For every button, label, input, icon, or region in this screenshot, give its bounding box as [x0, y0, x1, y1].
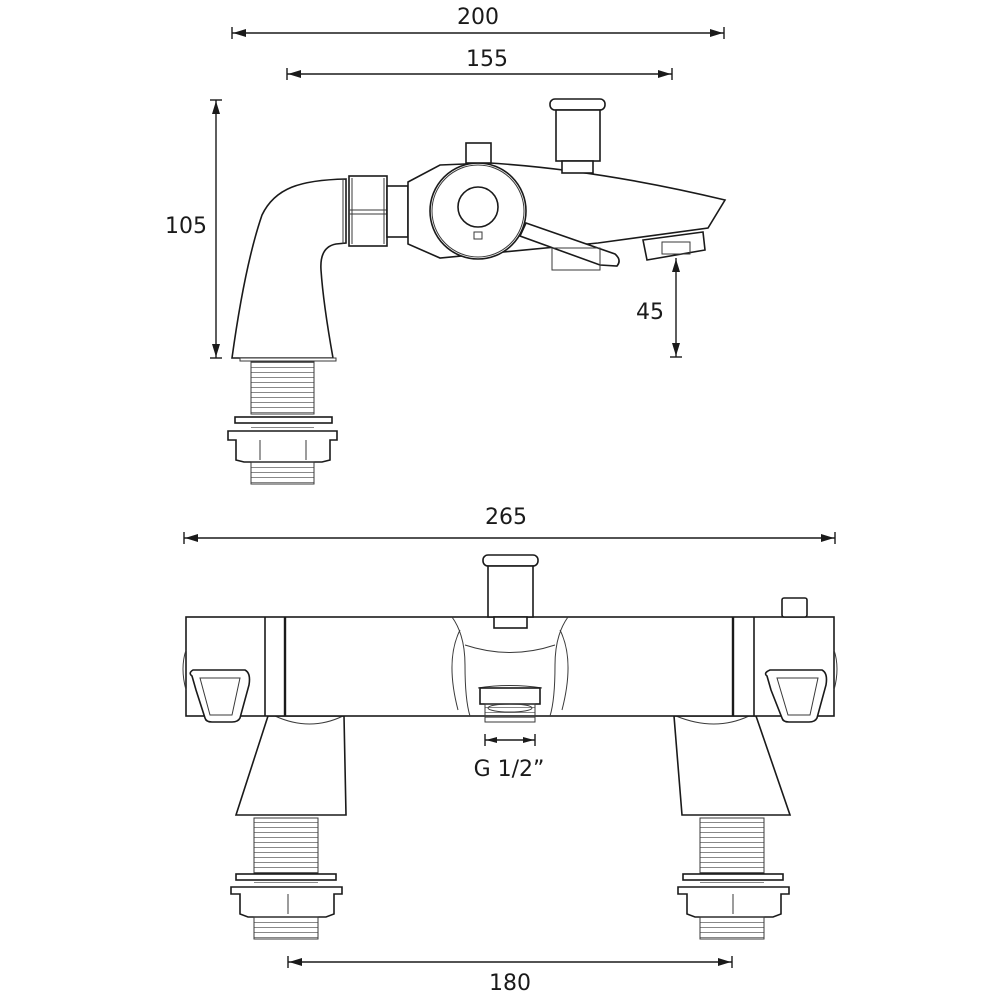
- dimension-45: 45: [636, 258, 682, 358]
- dimension-label-g-half-inch: G 1/2”: [474, 757, 545, 782]
- temperature-control-dial: [429, 162, 527, 260]
- side-threaded-tail: [227, 357, 338, 485]
- left-leg: [234, 715, 347, 816]
- dimension-265: 265: [183, 505, 836, 544]
- right-leg: [673, 715, 792, 816]
- right-control-lever: [764, 669, 828, 723]
- left-threaded-tail: [230, 817, 343, 940]
- right-top-cap: [781, 597, 808, 618]
- left-control-lever: [189, 669, 251, 723]
- dimension-155: 155: [286, 47, 673, 80]
- inlet-leg-body: [231, 178, 347, 359]
- dimension-label-155: 155: [466, 47, 508, 72]
- dimension-label-105: 105: [165, 214, 207, 239]
- dimension-200: 200: [231, 5, 725, 39]
- diverter-knob: [549, 98, 606, 174]
- dimension-180: 180: [287, 956, 733, 996]
- centre-spout-outlet: [451, 616, 569, 723]
- dimension-label-265: 265: [485, 505, 527, 530]
- dimension-label-45: 45: [636, 300, 664, 325]
- dimension-105: 105: [165, 99, 222, 359]
- flow-lever: [518, 222, 620, 267]
- dial-top-button: [465, 142, 492, 164]
- front-diverter-knob: [482, 554, 539, 629]
- side-view: 200 155 105 45: [165, 5, 727, 485]
- dimension-outlet-thread: G 1/2”: [474, 734, 545, 782]
- hex-union-nut: [348, 175, 388, 247]
- front-view: 265: [182, 505, 838, 996]
- spout-aerator: [642, 231, 706, 261]
- right-threaded-tail: [677, 817, 790, 940]
- dimension-label-180: 180: [489, 971, 531, 996]
- dimension-label-200: 200: [457, 5, 499, 30]
